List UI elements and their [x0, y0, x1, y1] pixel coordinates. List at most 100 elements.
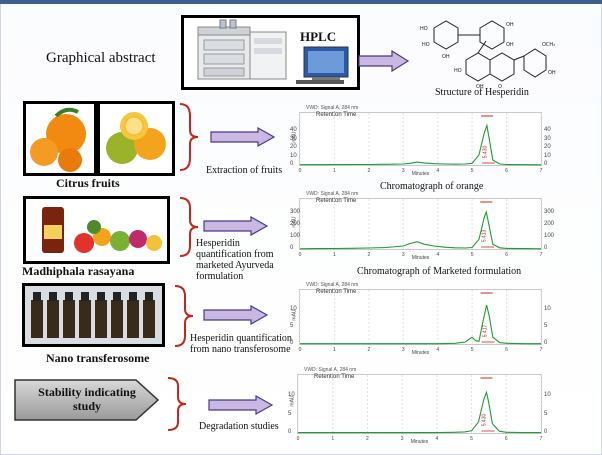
y-tick-label-left: 30	[290, 135, 297, 142]
citrus-photo-2	[97, 101, 175, 176]
step-label-degradation: Degradation studies	[199, 421, 279, 432]
y-tick-label-left: 0	[290, 245, 294, 251]
y-tick-label-left: 0	[288, 429, 292, 435]
brace-row-4	[167, 377, 187, 431]
x-tick-label: 6	[505, 347, 508, 353]
chromatogram-trace	[300, 123, 542, 166]
x-axis-label: Minutes	[410, 439, 429, 445]
svg-text:HO: HO	[454, 68, 462, 74]
x-tick-label: 2	[366, 436, 369, 442]
x-tick-label: 3	[401, 347, 405, 353]
y-tick-label-left: 10	[288, 392, 295, 399]
x-tick-label: 3	[401, 168, 405, 174]
transferosome-photo	[22, 283, 165, 347]
retention-time-header: Retention Time	[316, 289, 357, 295]
chrom-caption-marketed: Chromatograph of Marketed formulation	[357, 266, 522, 277]
x-tick-label: 7	[539, 436, 543, 442]
source-caption-stability: Stability indicating study	[38, 385, 136, 413]
diagram-title: Graphical abstract	[46, 50, 156, 66]
svg-text:OH: OH	[442, 54, 450, 60]
chromatogram-svg	[299, 199, 542, 250]
y-tick-label-right: 20	[544, 144, 551, 151]
x-tick-label: 4	[436, 168, 440, 174]
structure-caption: Structure of Hesperidin	[435, 87, 529, 98]
legend-label: VWD: Signal A, 284 nm	[306, 105, 359, 111]
x-tick-label: 1	[333, 347, 336, 353]
x-tick-label: 7	[539, 347, 543, 353]
y-tick-label-left: 40	[290, 127, 297, 134]
x-tick-label: 2	[367, 168, 371, 174]
y-tick-label-right: 200	[544, 220, 555, 227]
peak-retention-label: 5.413	[481, 229, 488, 243]
y-tick-label-right: 0	[544, 245, 548, 251]
vials-image	[25, 286, 162, 344]
stability-study-shape: Stability indicating study	[14, 379, 159, 421]
legend-label: VWD: Signal A, 284 nm	[306, 282, 359, 288]
y-tick-label-left: 10	[290, 152, 297, 159]
y-tick-label-left: 200	[290, 220, 301, 227]
x-tick-label: 2	[367, 252, 371, 258]
y-tick-label-right: 5	[544, 410, 548, 417]
chromatogram-svg	[299, 290, 542, 345]
svg-text:OH: OH	[476, 84, 484, 88]
svg-text:OH: OH	[548, 70, 556, 76]
arrow-row-4	[208, 395, 274, 415]
brace-row-1	[179, 103, 199, 171]
chromatogram-trace	[298, 390, 541, 434]
x-tick-label: 4	[436, 252, 440, 258]
svg-text:HO: HO	[420, 26, 428, 32]
svg-text:OCH₃: OCH₃	[542, 42, 555, 48]
arrow-row-2	[203, 216, 269, 236]
retention-time-header: Retention Time	[316, 198, 357, 204]
y-tick-label-left: 5	[288, 410, 292, 417]
y-tick-label-left: 300	[290, 208, 301, 215]
source-caption-citrus: Citrus fruits	[56, 176, 120, 190]
chromatogram-trace	[299, 210, 542, 250]
chromatogram-svg	[299, 113, 542, 166]
x-tick-label: 7	[539, 168, 543, 174]
brace-row-2	[179, 197, 199, 257]
y-tick-label-left: 0	[290, 161, 294, 167]
peak-retention-label: 5.430	[482, 145, 489, 159]
legend-label: VWD: Signal A, 284 nm	[304, 367, 357, 373]
x-tick-label: 6	[504, 436, 508, 442]
hplc-label: HPLC	[300, 29, 337, 44]
retention-time-header: Retention Time	[316, 112, 357, 118]
x-tick-label: 3	[400, 436, 404, 442]
citrus-photo-1	[23, 101, 97, 176]
y-tick-label-right: 0	[544, 340, 548, 346]
x-tick-label: 1	[333, 252, 336, 258]
x-tick-label: 5	[470, 347, 474, 353]
svg-text:HO: HO	[422, 42, 430, 48]
chromatogram-trace	[300, 304, 541, 345]
x-axis-label: Minutes	[411, 255, 430, 261]
y-tick-label-left: 20	[290, 144, 297, 151]
x-tick-label: 5	[470, 252, 474, 258]
y-tick-label-left: 100	[290, 232, 301, 239]
x-tick-label: 1	[333, 168, 336, 174]
hplc-icon	[197, 19, 349, 84]
x-tick-label: 0	[298, 347, 302, 353]
svg-text:OH: OH	[506, 22, 514, 28]
brace-row-3	[174, 285, 194, 347]
y-tick-label-right: 5	[544, 323, 548, 330]
y-tick-label-right: 0	[544, 429, 548, 435]
chromatogram-svg	[297, 375, 542, 434]
x-tick-label: 5	[470, 168, 474, 174]
x-tick-label: 0	[298, 252, 302, 258]
arrow-row-3	[203, 305, 269, 325]
arrow-hplc-to-structure	[358, 50, 410, 72]
x-tick-label: 7	[539, 252, 543, 258]
source-caption-transferosome: Nano transferosome	[46, 351, 150, 365]
y-tick-label-right: 10	[544, 306, 551, 313]
peak-retention-label: 5.417	[481, 324, 488, 338]
x-tick-label: 3	[401, 252, 405, 258]
hplc-instrument-image	[181, 15, 360, 90]
